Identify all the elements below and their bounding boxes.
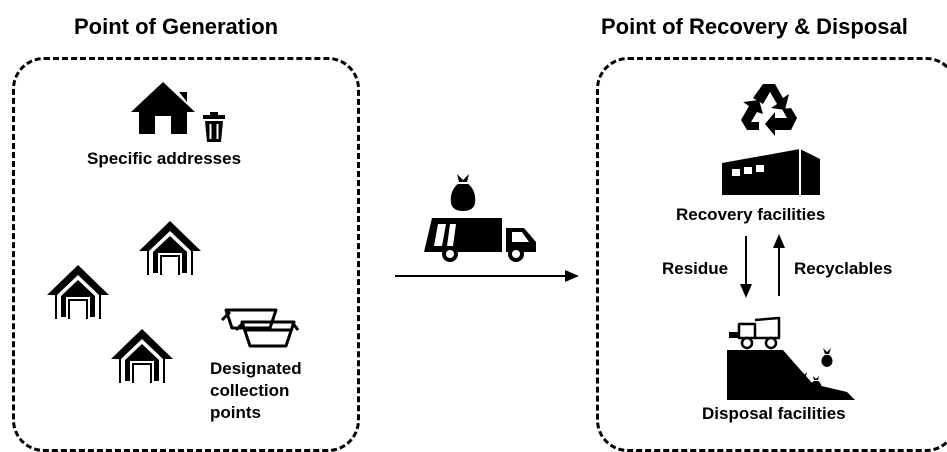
recycle-icon [741, 84, 797, 136]
landfill-icon [727, 316, 855, 400]
trash-bin-icon [203, 112, 225, 142]
recovery-title: Point of Recovery & Disposal [601, 14, 908, 39]
residue-label: Residue [662, 259, 729, 278]
collection-points-line-1: Designated [210, 359, 302, 378]
collection-points-line-3: points [210, 403, 261, 422]
house-icon [47, 265, 109, 319]
recyclables-label: Recyclables [794, 259, 893, 278]
generation-title: Point of Generation [74, 14, 279, 39]
house-icon [111, 329, 173, 383]
collection-points-line-2: collection [210, 381, 290, 400]
residue-arrow [740, 236, 752, 298]
garbage-bag-icon [450, 174, 476, 211]
garbage-truck-icon [424, 218, 536, 262]
disposal-facilities-label: Disposal facilities [702, 404, 846, 423]
dumpster-icon [220, 308, 300, 348]
recovery-facilities-label: Recovery facilities [676, 205, 826, 224]
transport-arrow [395, 270, 579, 282]
house-icon [131, 82, 195, 134]
specific-addresses-label: Specific addresses [87, 149, 242, 168]
house-icon [139, 221, 201, 275]
recyclables-arrow [773, 234, 785, 296]
factory-icon [722, 149, 820, 195]
